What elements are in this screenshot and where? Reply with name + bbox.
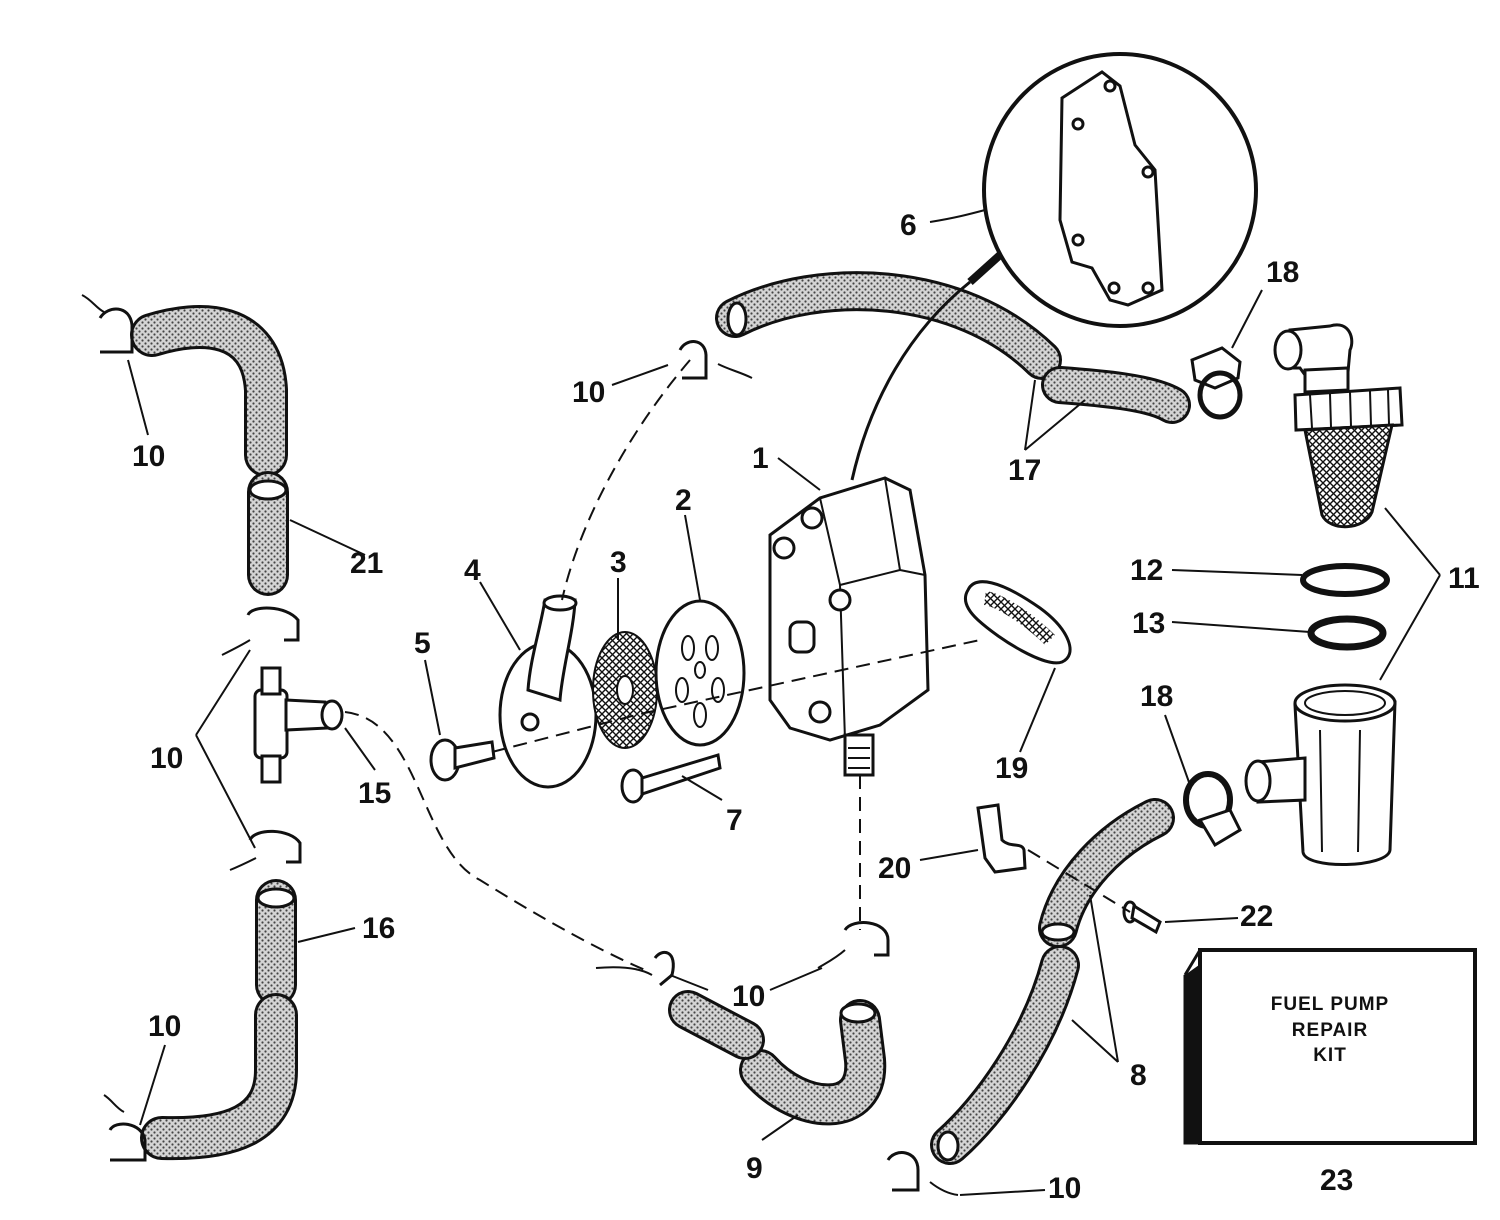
label-1: 1: [752, 442, 769, 475]
label-2: 2: [675, 484, 692, 517]
label-10-top-left: 10: [132, 440, 165, 473]
gasket-detail-circle-6: [850, 52, 1258, 481]
hose-short-center: [668, 990, 765, 1060]
fuel-filter-top-elbow: [1273, 323, 1354, 394]
label-10-bottom-left: 10: [148, 1010, 181, 1043]
bracket-20: [976, 803, 1027, 874]
pump-cover-4: [498, 594, 598, 789]
label-20: 20: [878, 852, 911, 885]
tee-fitting-15: [253, 666, 344, 784]
fuel-filter-nut: [1293, 386, 1404, 432]
clamp-10-bottom-left: [103, 1094, 147, 1162]
hose-8-upper: [1038, 798, 1175, 948]
part-number-labels: 1 2 3 4 5 6 7 8 9 10 10 10 10 10 10 11 1…: [132, 209, 1480, 1205]
label-23: 23: [1320, 1164, 1353, 1197]
label-10-tee: 10: [150, 742, 183, 775]
screw-7: [620, 753, 722, 804]
clamp-10-tee-lower: [229, 829, 302, 871]
clamp-10-pump-outlet: [817, 921, 890, 969]
label-15: 15: [358, 777, 391, 810]
gasket-19: [964, 580, 1072, 665]
label-3: 3: [610, 546, 627, 579]
fuel-filter-element: [1303, 423, 1394, 529]
label-17: 17: [1008, 454, 1041, 487]
fuel-pump-body: [768, 476, 930, 777]
hose-clamp-18-upper: [1190, 346, 1243, 420]
o-ring-12: [1300, 563, 1390, 597]
hose-21: [247, 471, 289, 596]
label-19: 19: [995, 752, 1028, 785]
label-11: 11: [1448, 562, 1480, 595]
clamp-10-bottom-right: [886, 1151, 959, 1196]
screw-5: [429, 738, 496, 782]
label-13: 13: [1132, 607, 1165, 640]
fuel-hose-elbow-top-left: [130, 305, 288, 477]
label-12: 12: [1130, 554, 1163, 587]
hose-clamp-18-lower: [1183, 771, 1242, 848]
label-9: 9: [746, 1152, 763, 1185]
label-18-lower: 18: [1140, 680, 1173, 713]
repair-kit-box-23[interactable]: FUEL PUMP REPAIR KIT: [1183, 948, 1477, 1145]
label-4: 4: [464, 554, 481, 587]
filter-screen-3: [592, 631, 658, 749]
label-8: 8: [1130, 1059, 1147, 1092]
hose-16: [255, 879, 297, 1006]
o-ring-13: [1307, 615, 1387, 651]
diaphragm-2: [654, 599, 746, 747]
hose-8-lower: [930, 945, 1080, 1165]
clamp-10-tee-upper: [221, 606, 300, 656]
label-22: 22: [1240, 900, 1273, 933]
label-5: 5: [414, 627, 431, 660]
filter-bowl: [1244, 683, 1397, 867]
leader-lines: [127, 209, 1441, 1196]
label-16: 16: [362, 912, 395, 945]
fuel-hose-elbow-bottom-left: [140, 993, 298, 1161]
clamp-10-top-center: [678, 340, 753, 380]
screw-22: [1122, 900, 1162, 935]
label-18-upper: 18: [1266, 256, 1299, 289]
kit-label-line3: KIT: [1313, 1045, 1347, 1066]
label-10-center-lower: 10: [732, 980, 765, 1013]
kit-label-line2: REPAIR: [1292, 1020, 1368, 1041]
clamp-10-center-lower: [595, 950, 675, 987]
label-10-bottom-right: 10: [1048, 1172, 1081, 1205]
label-10-top-center: 10: [572, 376, 605, 409]
assembly-dashed-lines: [344, 359, 1131, 973]
label-7: 7: [726, 804, 743, 837]
label-6: 6: [900, 209, 917, 242]
clamp-10-top-left: [81, 294, 134, 354]
kit-label-line1: FUEL PUMP: [1271, 994, 1389, 1015]
hose-17-upper: [715, 271, 1062, 380]
hose-17-lower: [1041, 366, 1191, 424]
hose-9: [739, 999, 887, 1126]
label-21: 21: [350, 547, 383, 580]
